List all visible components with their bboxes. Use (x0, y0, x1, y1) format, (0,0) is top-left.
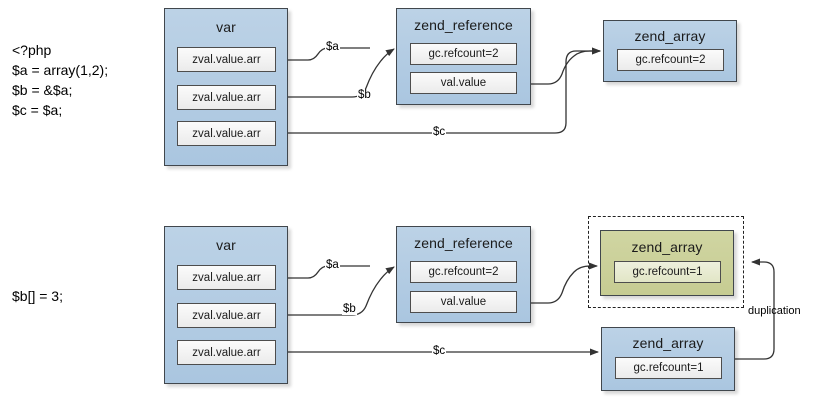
top-edge-label-b: $b (357, 89, 372, 101)
bottom-zend-array-old-slot-refcount-label: gc.refcount=1 (633, 362, 704, 374)
bottom-zend-array-new-title: zend_array (631, 239, 703, 255)
top-var-box-title: var (216, 19, 236, 35)
bottom-var-slot-3-label: zval.value.arr (192, 346, 261, 359)
bottom-zend-reference-title: zend_reference (414, 235, 513, 251)
bottom-zend-array-new-slot-refcount: gc.refcount=1 (614, 261, 721, 283)
edge-top-valvalue (531, 47, 601, 85)
php-code-block: <?php $a = array(1,2); $b = &$a; $c = $a… (12, 42, 109, 118)
top-var-slot-3: zval.value.arr (177, 121, 276, 146)
top-var-slot-1-label: zval.value.arr (192, 53, 261, 66)
edge-bottom-b (288, 266, 395, 316)
bottom-var-slot-2-label: zval.value.arr (192, 309, 261, 322)
top-zend-reference-slot-valvalue-label: val.value (440, 77, 487, 89)
top-edge-label-c: $c (432, 126, 447, 138)
bottom-zend-reference-slot-valvalue: val.value (410, 291, 517, 313)
duplication-highlight-frame (588, 216, 744, 308)
bottom-edge-label-c: $c (432, 345, 447, 357)
top-edge-label-a: $a (325, 41, 340, 53)
bottom-zend-array-old-title: zend_array (632, 335, 704, 351)
duplication-annotation-label: duplication (748, 305, 801, 317)
bottom-var-slot-2: zval.value.arr (177, 303, 276, 328)
bottom-zend-reference-slot-valvalue-label: val.value (440, 296, 487, 308)
bottom-var-box-title: var (216, 237, 236, 253)
top-zend-reference-slot-refcount-label: gc.refcount=2 (428, 48, 499, 60)
top-zend-array-title: zend_array (634, 28, 706, 44)
bottom-var-slot-3: zval.value.arr (177, 340, 276, 365)
bottom-zend-array-new-slot-refcount-label: gc.refcount=1 (632, 266, 703, 278)
top-var-slot-1: zval.value.arr (177, 47, 276, 72)
top-var-slot-2: zval.value.arr (177, 85, 276, 110)
top-zend-array-slot-refcount: gc.refcount=2 (617, 49, 724, 71)
bottom-zend-array-old-slot-refcount: gc.refcount=1 (615, 357, 722, 379)
bottom-zend-reference-slot-refcount: gc.refcount=2 (410, 261, 517, 283)
bottom-zend-reference-slot-refcount-label: gc.refcount=2 (428, 266, 499, 278)
edge-top-b (288, 48, 395, 98)
bottom-edge-label-b: $b (342, 303, 357, 315)
bottom-var-slot-1-label: zval.value.arr (192, 271, 261, 284)
bottom-edge-label-a: $a (325, 259, 340, 271)
top-zend-reference-title: zend_reference (414, 17, 513, 33)
bottom-var-slot-1: zval.value.arr (177, 265, 276, 290)
bottom-statement-label: $b[] = 3; (12, 288, 63, 304)
top-var-slot-3-label: zval.value.arr (192, 127, 261, 140)
top-zend-reference-slot-valvalue: val.value (410, 72, 517, 94)
top-var-slot-2-label: zval.value.arr (192, 91, 261, 104)
top-zend-reference-slot-refcount: gc.refcount=2 (410, 43, 517, 65)
top-zend-array-slot-refcount-label: gc.refcount=2 (635, 54, 706, 66)
